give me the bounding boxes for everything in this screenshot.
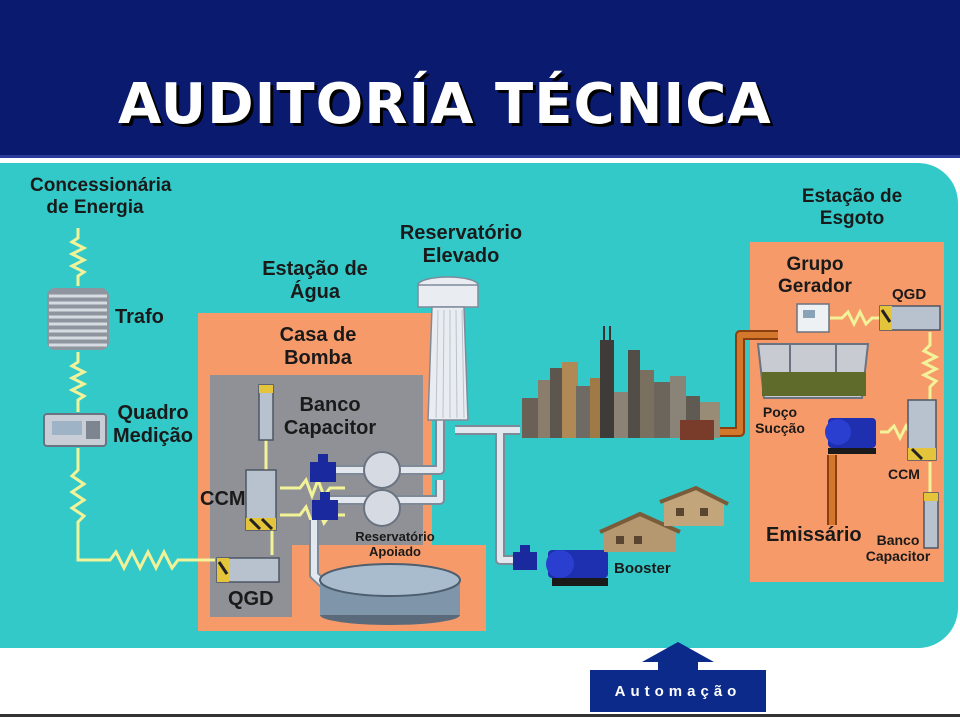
ccm-agua-label: CCM <box>200 488 246 510</box>
page-title: AUDITORÍA TÉCNICA <box>118 72 772 137</box>
meter-to-qgd-line <box>69 448 215 572</box>
poco-succao-label: Poço Sucção <box>755 404 805 437</box>
transformer-icon <box>47 288 109 350</box>
automacao-button[interactable]: Automação <box>590 670 766 712</box>
qgd-agua-label: QGD <box>228 588 274 610</box>
estacao-agua-label: Estação de Água <box>262 258 368 303</box>
water-tank-icon <box>319 563 461 625</box>
sewage-pump-icon <box>825 418 876 454</box>
reservatorio-apoiado-label: Reservatório Apoiado <box>355 529 435 559</box>
banco-capacitor-agua-label: Banco Capacitor <box>283 394 377 439</box>
up-arrow-icon <box>642 642 714 672</box>
valve-icon <box>310 454 537 570</box>
booster-label: Booster <box>614 560 671 577</box>
casa-de-bomba-label: Casa de Bomba <box>279 324 357 369</box>
banco-capacitor-esgoto-label: Banco Capacitor <box>865 532 931 565</box>
estacao-esgoto-label: Estação de Esgoto <box>801 186 903 229</box>
grid-to-trafo-line <box>68 228 88 286</box>
trafo-to-meter-line <box>68 352 88 412</box>
ccm-esgoto-icon <box>907 399 937 461</box>
grupo-gerador-label: Grupo Gerador <box>778 254 852 297</box>
trafo-label: Trafo <box>115 306 164 328</box>
header-divider <box>0 155 960 158</box>
water-tower-icon <box>417 276 479 421</box>
meter-panel-icon <box>43 413 107 447</box>
banco-capacitor-agua-icon <box>258 384 274 441</box>
emissario-label: Emissário <box>766 524 862 546</box>
ccm-to-pump1-line <box>280 475 345 501</box>
houses-icon <box>599 485 729 552</box>
quadro-medicao-label: Quadro Medição <box>112 402 194 447</box>
qgd-agua-icon <box>216 557 280 583</box>
booster-pump-icon <box>546 550 608 586</box>
footer-divider <box>0 714 960 717</box>
reservatorio-elevado-label: Reservatório Elevado <box>399 222 523 267</box>
qgd-to-ccm-esgoto-line <box>920 332 940 400</box>
banco-capacitor-esgoto-icon <box>923 492 939 549</box>
sewage-pipes <box>712 332 835 525</box>
city-skyline-icon <box>522 326 720 440</box>
generator-to-qgd-line <box>830 308 880 328</box>
settling-tank-icon <box>756 343 870 399</box>
generator-icon <box>796 303 830 333</box>
ccm-agua-icon <box>245 469 277 531</box>
pump-icon <box>363 451 401 527</box>
qgd-esgoto-icon <box>879 305 941 331</box>
ccm-esgoto-label: CCM <box>888 466 920 482</box>
concessionaria-label: Concessionária de Energia <box>30 175 172 218</box>
qgd-esgoto-label: QGD <box>892 286 927 303</box>
header-bar: AUDITORÍA TÉCNICA <box>0 0 960 155</box>
